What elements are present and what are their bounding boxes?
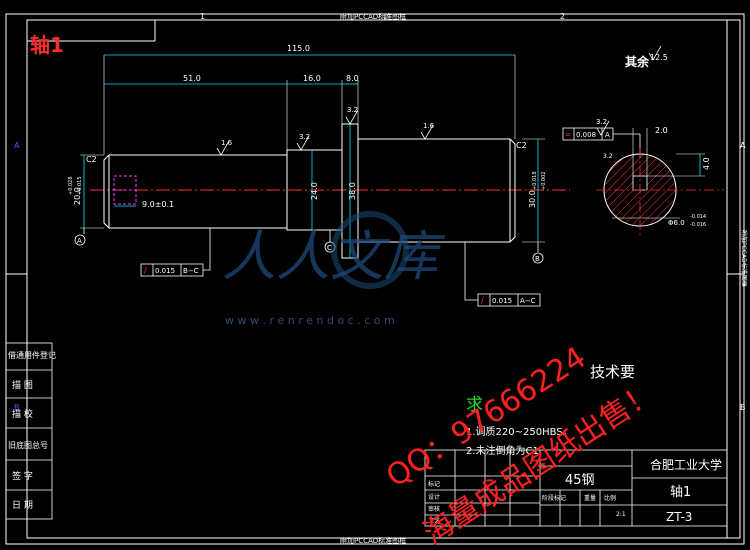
- tol2-value: 0.015: [492, 297, 512, 305]
- title-part: 轴1: [670, 485, 691, 500]
- other-surfaces-label: 其余: [625, 54, 650, 69]
- roughness-4: 1.6: [423, 122, 435, 130]
- keyway: [113, 175, 137, 205]
- section-dia: Φ6.0: [668, 219, 685, 227]
- dim-dia-right: 30.0: [528, 190, 537, 208]
- other-surfaces-roughness: 12.5: [650, 53, 668, 62]
- section-view: [596, 128, 724, 236]
- left-record-table: [5, 342, 53, 520]
- drawing-title: 轴1: [30, 33, 64, 57]
- left-table-row-1: 借通用件登记: [8, 350, 56, 360]
- zone-right-a: A: [740, 141, 746, 150]
- frame-bottom-strip: 附加PCCAD标准图框: [340, 536, 406, 545]
- title-scale-label: 比例: [604, 494, 616, 502]
- title-row-label-2: 设计: [428, 493, 440, 501]
- datum-markers: [74, 228, 544, 264]
- left-table-row-4: 旧底图总号: [8, 440, 48, 450]
- left-table-row-3: 描 校: [12, 408, 33, 420]
- roughness-1: 1.6: [221, 139, 233, 147]
- dim-seg1: 51.0: [183, 74, 201, 83]
- datum-a: A: [77, 237, 82, 245]
- tech-req-title-a: 技术要: [590, 363, 635, 381]
- frame-top-strip: 附加PCCAD标准图框: [340, 12, 406, 21]
- title-drawing-no: ZT-3: [666, 510, 692, 524]
- title-scale: 2:1: [616, 511, 626, 518]
- tol3-datum: A: [605, 131, 610, 139]
- zone-left-a: A: [14, 141, 20, 150]
- zone-top-2: 2: [560, 12, 565, 21]
- tolerance-frame-3: [562, 127, 641, 158]
- tol1-value: 0.015: [155, 267, 175, 275]
- section-dia-tol-low: -0.016: [690, 222, 706, 228]
- title-row-label-3: 审核: [428, 505, 440, 513]
- tolerance-frame-2: [464, 242, 541, 307]
- dim-overall-length: 115.0: [287, 44, 310, 53]
- title-block: [424, 449, 728, 527]
- dim-dia-mid: 24.0: [310, 182, 319, 200]
- watermark-site-url: w w w . r e n r e n d o c . c o m: [225, 314, 395, 327]
- shaft-outline: [103, 123, 516, 259]
- dim-chamfer-right: C2: [516, 141, 527, 150]
- roughness-2: 3.2: [299, 133, 310, 141]
- tech-req-title-b: 求: [466, 395, 483, 415]
- datum-c: C: [327, 244, 332, 252]
- site-logo-icon: [331, 211, 409, 289]
- tol3-symbol: =: [565, 131, 571, 139]
- zone-top-1: 1: [200, 12, 205, 21]
- zone-left-b: B: [14, 403, 20, 412]
- dim-keyway-length: 9.0±0.1: [142, 200, 174, 209]
- dimension-lines: [83, 54, 539, 258]
- dim-dia-left: 20.0: [73, 187, 82, 205]
- tol1-symbol: /: [144, 266, 147, 275]
- tol1-datum: B−C: [183, 267, 199, 275]
- tech-req-line-2: 2.未注倒角为C1: [466, 444, 539, 457]
- dim-chamfer-left: C2: [86, 155, 97, 164]
- frame-right-strip: 附加PCCAD标准图框: [740, 230, 748, 287]
- dim-seg2: 16.0: [303, 74, 321, 83]
- dim-dia-collar: 38.0: [348, 182, 357, 200]
- title-weight-label: 重量: [584, 494, 596, 502]
- title-stage-label: 阶段标记: [542, 494, 566, 502]
- left-table-row-6: 日 期: [12, 500, 33, 511]
- tech-req-line-1: 1.调质220~250HBS。: [466, 426, 573, 438]
- roughness-symbols: [216, 45, 662, 156]
- zone-right-b: B: [740, 403, 746, 412]
- tol3-value: 0.008: [576, 131, 596, 139]
- section-depth: 4.0: [702, 157, 711, 170]
- title-school: 合肥工业大学: [650, 457, 722, 472]
- title-row-label-1: 标记: [428, 480, 440, 488]
- title-material: 45钢: [565, 473, 595, 488]
- tolerance-frame-1: [140, 228, 211, 277]
- watermark-site-cn: 人人文库: [222, 225, 446, 288]
- dim-dia-left-tol-low: +0.015: [77, 176, 83, 195]
- roughness-3: 3.2: [347, 106, 358, 114]
- roughness-6: 3.2: [603, 153, 613, 160]
- tol2-symbol: /: [481, 296, 484, 305]
- left-table-row-5: 签 字: [12, 470, 33, 482]
- datum-b: B: [535, 255, 540, 263]
- dim-dia-left-tol-up: +0.028: [68, 176, 74, 195]
- section-width: 2.0: [655, 126, 668, 135]
- dim-dia-right-tol-low: +0.002: [541, 171, 547, 190]
- dim-dia-right-tol-up: +0.018: [532, 171, 538, 190]
- dim-seg3: 8.0: [346, 74, 359, 83]
- section-dia-tol-up: -0.014: [690, 214, 706, 220]
- title-row-label-4: 工艺: [428, 517, 440, 525]
- tol2-datum: A−C: [520, 297, 536, 305]
- roughness-5: 3.2: [596, 118, 607, 126]
- left-table-row-2: 描 图: [12, 379, 33, 391]
